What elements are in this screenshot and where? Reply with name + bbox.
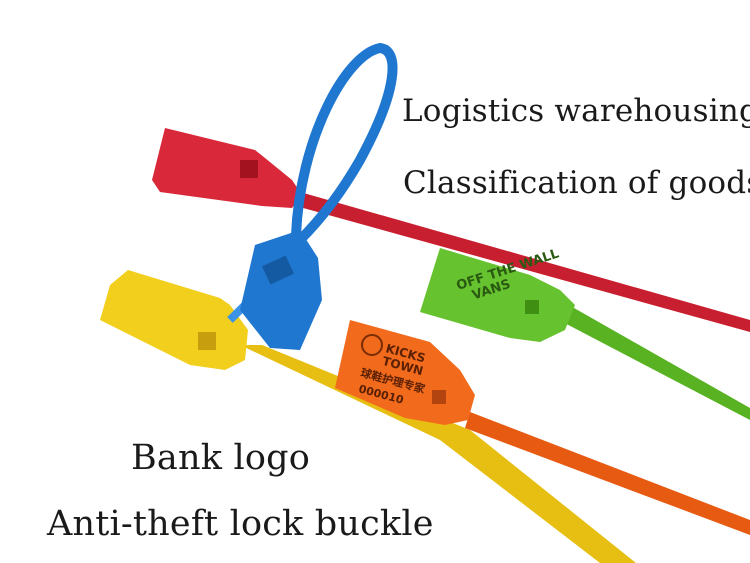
yellow-seal: [100, 270, 636, 563]
caption-logistics: Logistics warehousing: [402, 93, 750, 129]
blue-seal: [227, 42, 398, 350]
orange-seal: KICKS TOWN 球鞋护理专家 000010: [335, 320, 750, 535]
caption-anti-theft: Anti-theft lock buckle: [47, 504, 434, 544]
caption-bank-logo: Bank logo: [131, 438, 311, 478]
red-seal: [152, 128, 750, 332]
caption-classification: Classification of goods: [403, 165, 750, 201]
